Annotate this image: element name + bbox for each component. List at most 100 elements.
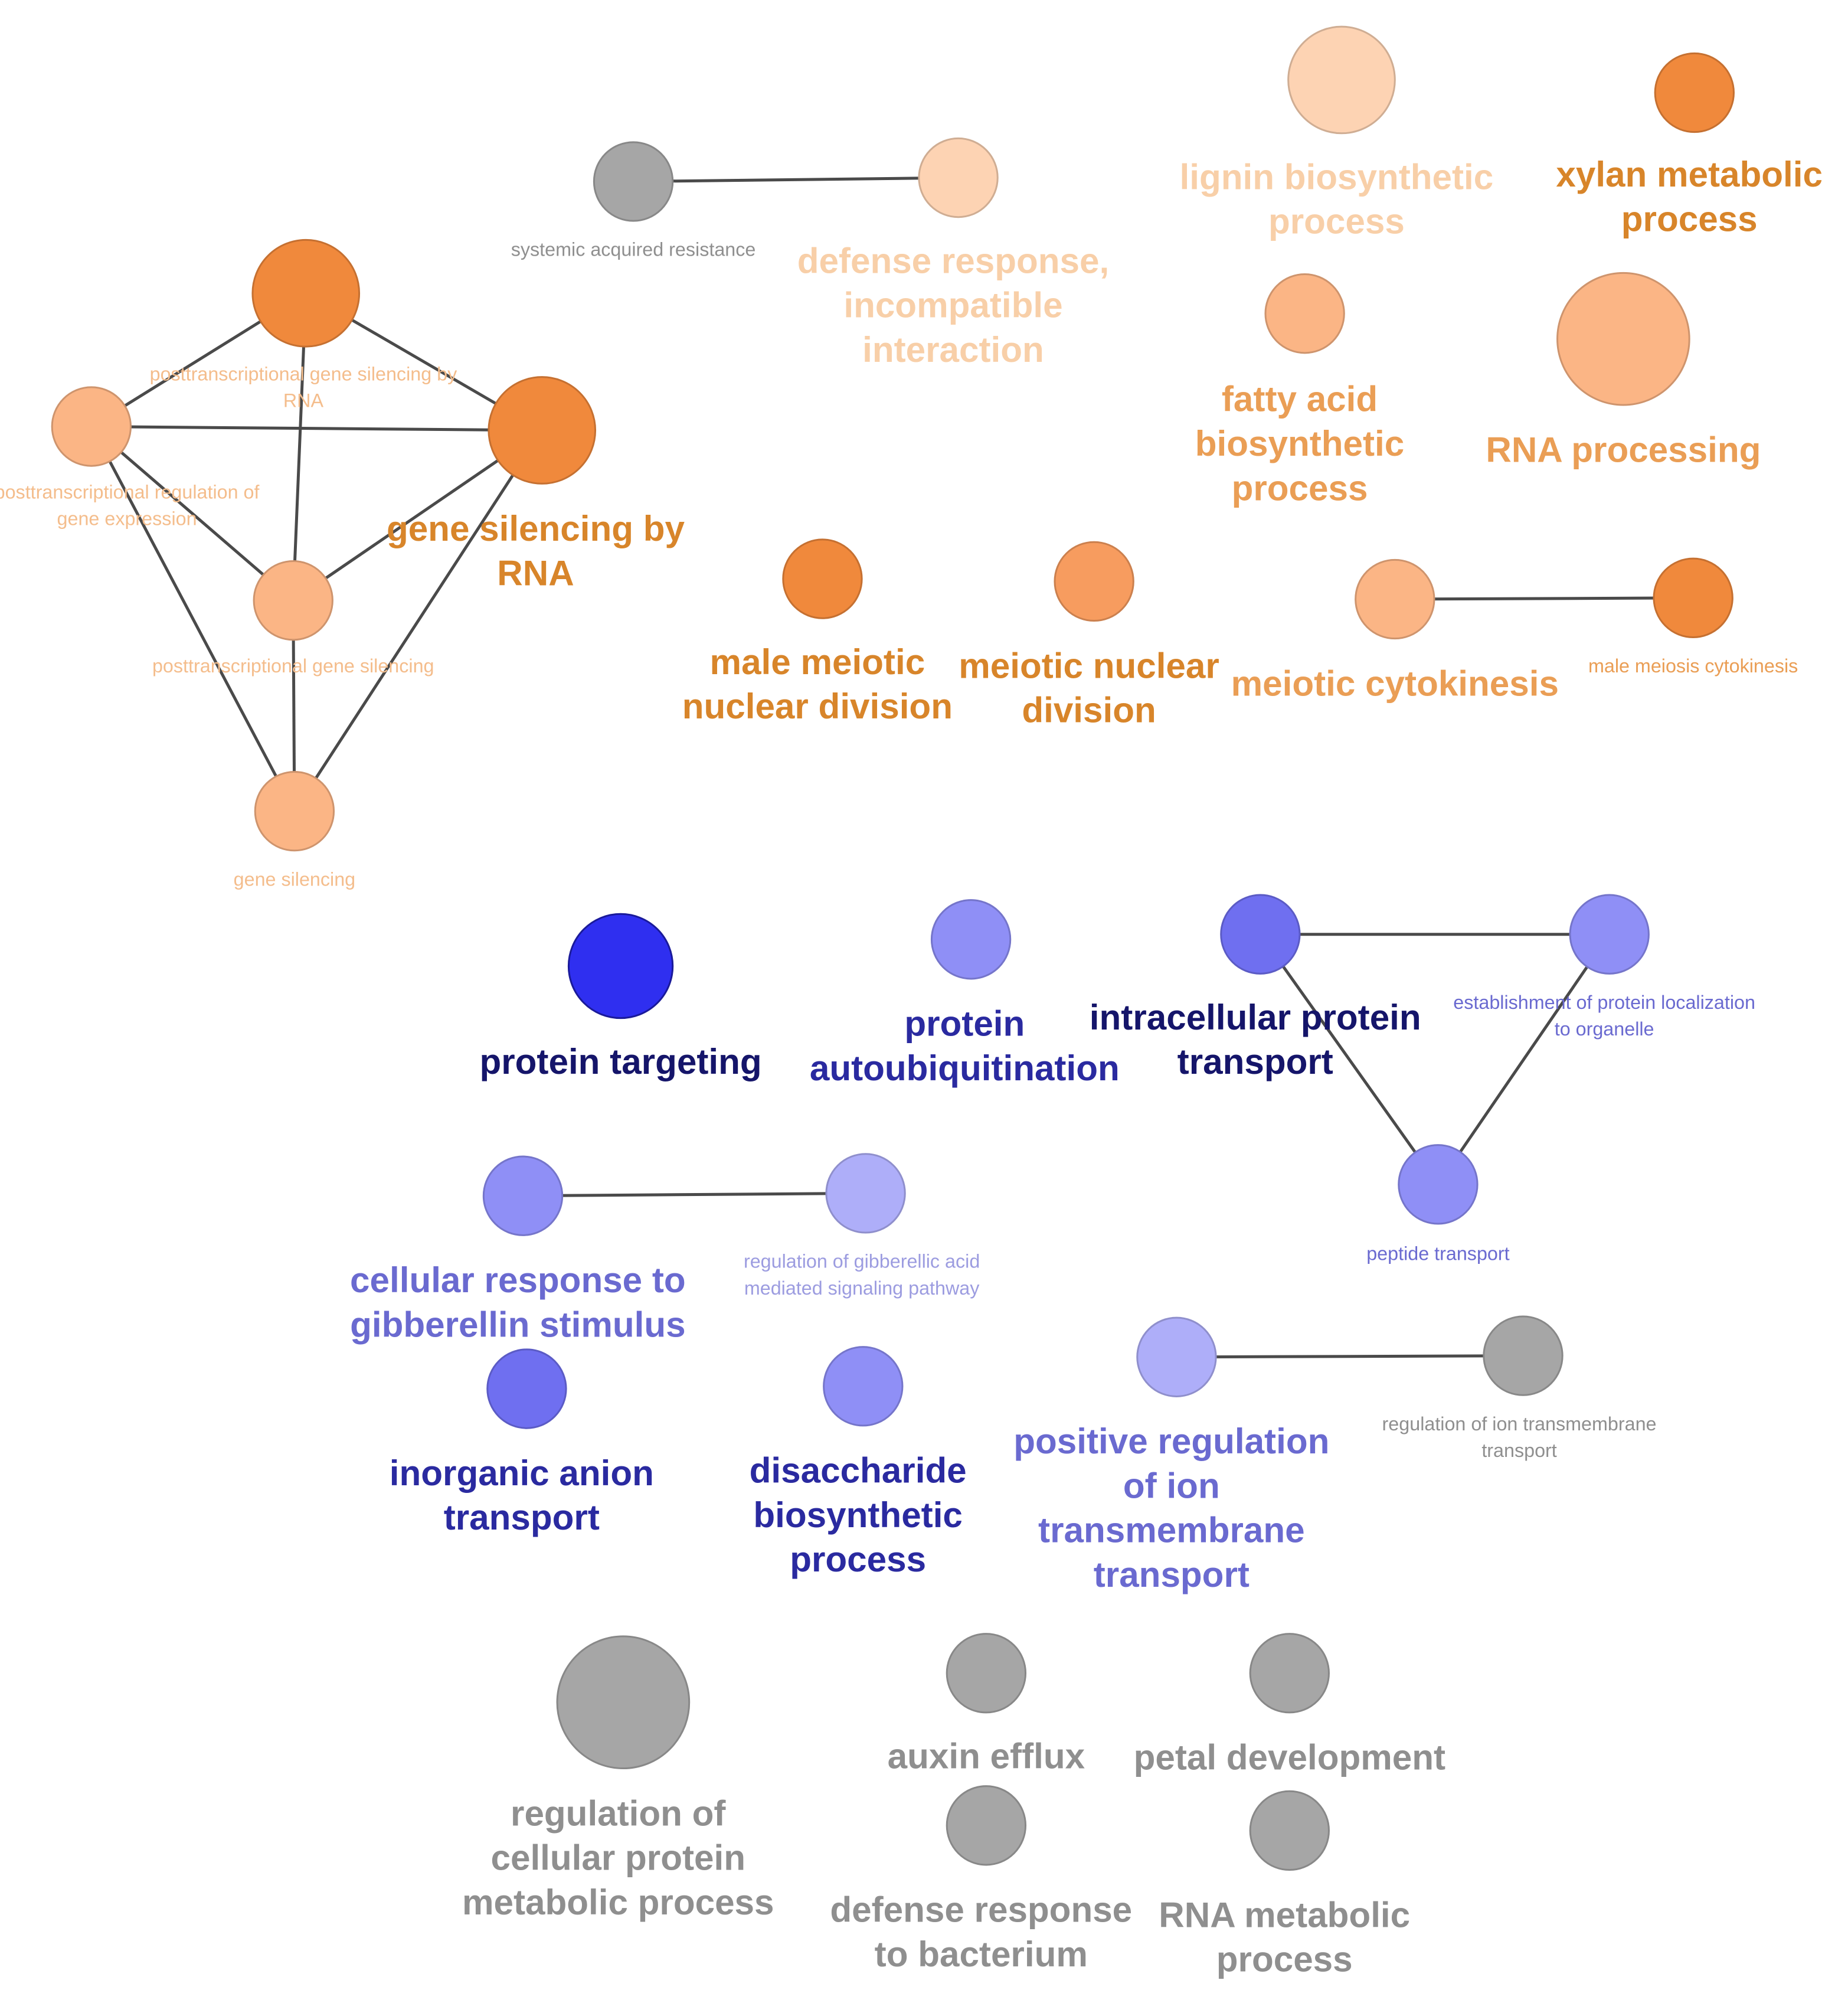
node-cellular-response-gibberellin[interactable] [482,1155,564,1236]
node-rna-metabolic[interactable] [1249,1790,1330,1871]
node-lignin[interactable] [1287,25,1396,135]
label-line: peptide transport [1366,1243,1509,1264]
node-xylan[interactable] [1654,52,1735,133]
label-line: process [1232,468,1368,508]
label-regulation-gibberellic: regulation of gibberellic acid mediated s… [744,1251,980,1299]
node-regulation-gibberellic[interactable] [825,1153,906,1234]
node-male-meiosis-cytokinesis[interactable] [1653,557,1733,639]
node-intracellular-protein-transport[interactable] [1220,894,1301,975]
label-line: meiotic cytokinesis [1231,664,1559,704]
label-petal-development: petal development [1134,1738,1445,1777]
label-line: xylan metabolic [1556,155,1823,194]
node-peptide-transport[interactable] [1398,1144,1479,1225]
edge-post_tx_reg_expr-gene_silencing [90,426,296,812]
label-line: to bacterium [875,1935,1088,1974]
node-auxin-efflux[interactable] [946,1633,1027,1714]
label-line: male meiosis cytokinesis [1588,655,1798,677]
label-xylan: xylan metabolic process [1556,155,1823,238]
node-male-meiotic-nuclear[interactable] [782,538,863,619]
label-line: transport [1178,1042,1333,1081]
label-line: posttranscriptional regulation of [0,482,260,503]
label-line: RNA processing [1486,430,1761,470]
label-auxin-efflux: auxin efflux [888,1737,1085,1776]
label-line: to organelle [1555,1018,1654,1040]
label-line: fatty acid [1222,380,1378,419]
label-line: metabolic process [462,1883,774,1922]
node-systemic-acquired-resistance[interactable] [593,141,674,222]
edge-systemic_acquired_resistance-defense_incompatible [633,176,959,184]
label-cellular-response-gibberellin: cellular response to gibberellin stimulus [350,1260,686,1344]
label-line: protein targeting [479,1042,761,1081]
label-protein-targeting: protein targeting [479,1042,761,1081]
label-line: autoubiquitination [810,1048,1120,1088]
node-post-tx-silencing[interactable] [253,560,333,641]
label-line: male meiotic [710,642,925,682]
edge-cellular_response_gibberellin-regulation_gibberellic [522,1191,866,1198]
edge-gene_silencing_rna-gene_silencing [293,429,544,812]
label-line: positive regulation [1013,1422,1329,1461]
label-systemic-acquired-resistance: systemic acquired resistance [511,239,756,260]
node-rna-processing[interactable] [1556,272,1690,406]
node-defense-bacterium[interactable] [946,1785,1027,1866]
edge-establishment_localization-peptide_transport [1437,933,1611,1185]
label-line: gibberellin stimulus [350,1305,686,1345]
edge-intracellular_protein_transport-peptide_transport [1259,933,1440,1185]
node-establishment-localization[interactable] [1569,894,1650,975]
label-line: defense response, [797,241,1110,281]
label-line: posttranscriptional gene silencing by [150,364,457,385]
label-establishment-localization: establishment of protein localization to … [1453,992,1755,1040]
label-line: mediated signaling pathway [744,1277,980,1299]
label-line: intracellular protein [1090,998,1421,1037]
label-line: process [790,1540,926,1579]
label-line: of ion [1123,1466,1220,1506]
label-line: cellular protein [491,1838,745,1878]
label-line: division [1022,691,1156,730]
label-line: process [1216,1940,1353,1979]
node-positive-reg-ion[interactable] [1136,1316,1217,1397]
node-protein-autoubiquitination[interactable] [930,899,1012,980]
label-line: establishment of protein localization [1453,992,1755,1013]
label-rna-processing: RNA processing [1486,430,1761,470]
label-line: gene silencing [234,869,356,890]
node-gene-silencing[interactable] [254,770,335,852]
label-line: regulation of [511,1793,726,1833]
label-line: transport [1481,1440,1556,1461]
node-regulation-cellular-protein[interactable] [556,1635,691,1770]
label-line: gene expression [57,508,197,530]
node-post-tx-reg-expr[interactable] [51,386,132,467]
node-gene-silencing-rna[interactable] [488,376,597,485]
label-post-tx-reg-expr: posttranscriptional regulation of gene ex… [0,482,260,530]
node-inorganic-anion[interactable] [486,1348,567,1429]
label-male-meiosis-cytokinesis: male meiosis cytokinesis [1588,655,1798,677]
node-petal-development[interactable] [1249,1633,1330,1714]
label-line: regulation of gibberellic acid [744,1251,980,1272]
node-post-tx-silencing-rna[interactable] [251,238,361,348]
label-line: process [1268,202,1405,241]
edge-post_tx_reg_expr-gene_silencing_rna [91,425,542,432]
label-line: process [1621,200,1758,239]
label-line: regulation of ion transmembrane [1382,1413,1657,1435]
label-meiotic-cytokinesis: meiotic cytokinesis [1231,664,1559,704]
node-fatty-acid[interactable] [1264,273,1345,354]
label-line: posttranscriptional gene silencing [152,655,434,677]
label-post-tx-silencing: posttranscriptional gene silencing [152,655,434,677]
node-protein-targeting[interactable] [567,913,674,1019]
label-line: cellular response to [350,1260,686,1300]
node-defense-incompatible[interactable] [918,137,999,218]
label-line: transmembrane [1038,1511,1305,1550]
node-meiotic-nuclear[interactable] [1054,541,1134,622]
node-disaccharide[interactable] [823,1346,904,1427]
label-line: systemic acquired resistance [511,239,756,260]
node-regulation-ion-transmembrane[interactable] [1483,1315,1564,1396]
node-meiotic-cytokinesis[interactable] [1355,558,1435,640]
